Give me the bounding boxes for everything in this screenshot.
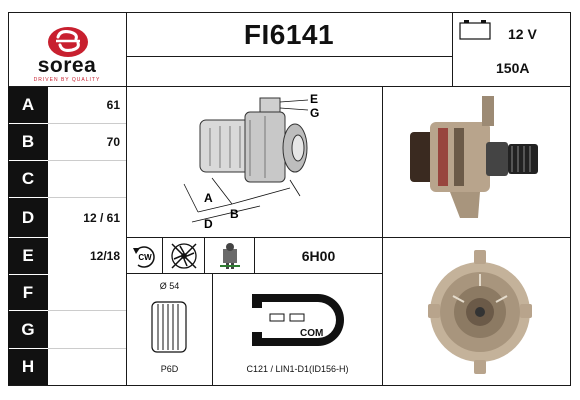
brand-logo: sorea DRIVEN BY QUALITY (8, 12, 126, 86)
border-bottom (8, 385, 570, 386)
brand-name: sorea (37, 54, 97, 77)
connector-spec: C121 / LIN1-D1(ID156-H) (246, 364, 349, 374)
pulley-type: P6D (160, 364, 179, 374)
battery-icon (458, 18, 492, 40)
row-sep (48, 348, 126, 349)
product-code: FI6141 (243, 19, 335, 50)
row-sep (48, 197, 126, 198)
row-value-c (48, 161, 126, 197)
divider-icon1 (162, 237, 163, 273)
voltage-value: 12 V (508, 26, 537, 42)
divider-icon3 (254, 237, 255, 273)
row-letter-f: F (8, 275, 48, 310)
crossed-fan-icon (163, 238, 204, 273)
brand-tagline: DRIVEN BY QUALITY (33, 77, 101, 83)
diagram-label-e: E (310, 92, 318, 106)
diagram-label-a: A (204, 191, 213, 205)
amperage-value: 150A (496, 60, 530, 76)
pulley-diameter: Ø 54 (159, 281, 180, 291)
border-top (8, 12, 570, 13)
divider-col1 (126, 12, 127, 386)
divider-middle (126, 237, 570, 238)
rotation-cw-icon: CW (127, 238, 162, 273)
regulator-icon (205, 238, 254, 273)
row-letter-h: H (8, 349, 48, 385)
diagram-label-b: B (230, 207, 239, 221)
row-value-e: 12/18 (89, 249, 120, 263)
divider-pulley (212, 273, 213, 385)
row-value-b: 70 (106, 135, 120, 149)
row-letter-a: A (8, 87, 48, 123)
row-letter-c: C (8, 161, 48, 197)
alternator-front-photo (410, 242, 550, 382)
divider-header-mid (126, 56, 452, 57)
rotation-label: CW (138, 253, 152, 262)
pulley-icon (148, 298, 190, 356)
divider-icon2 (204, 237, 205, 273)
clock-position: 6H00 (301, 247, 336, 264)
row-value-g (48, 311, 126, 348)
row-value-h (48, 349, 126, 385)
row-letter-d: D (8, 198, 48, 237)
row-letter-e: E (8, 238, 48, 274)
connector-label: COM (300, 328, 324, 339)
row-sep (48, 310, 126, 311)
divider-photo (382, 86, 383, 386)
row-value-d: 12 / 61 (83, 210, 120, 225)
alternator-dimension-diagram: E G A B D (150, 90, 380, 235)
divider-icons (126, 273, 382, 274)
row-letter-b: B (8, 124, 48, 160)
sorea-logo-icon (48, 27, 88, 57)
connector-icon: COM (248, 290, 358, 350)
diagram-label-d: D (204, 217, 213, 231)
alternator-side-photo (400, 92, 550, 232)
row-letter-g: G (8, 311, 48, 348)
row-value-f (48, 275, 126, 310)
row-sep (48, 123, 126, 124)
row-value-a: 61 (106, 98, 120, 112)
border-right (570, 12, 571, 386)
divider-header-right (452, 12, 453, 86)
diagram-label-g: G (310, 106, 319, 120)
divider-header (8, 86, 570, 87)
row-sep (48, 160, 126, 161)
